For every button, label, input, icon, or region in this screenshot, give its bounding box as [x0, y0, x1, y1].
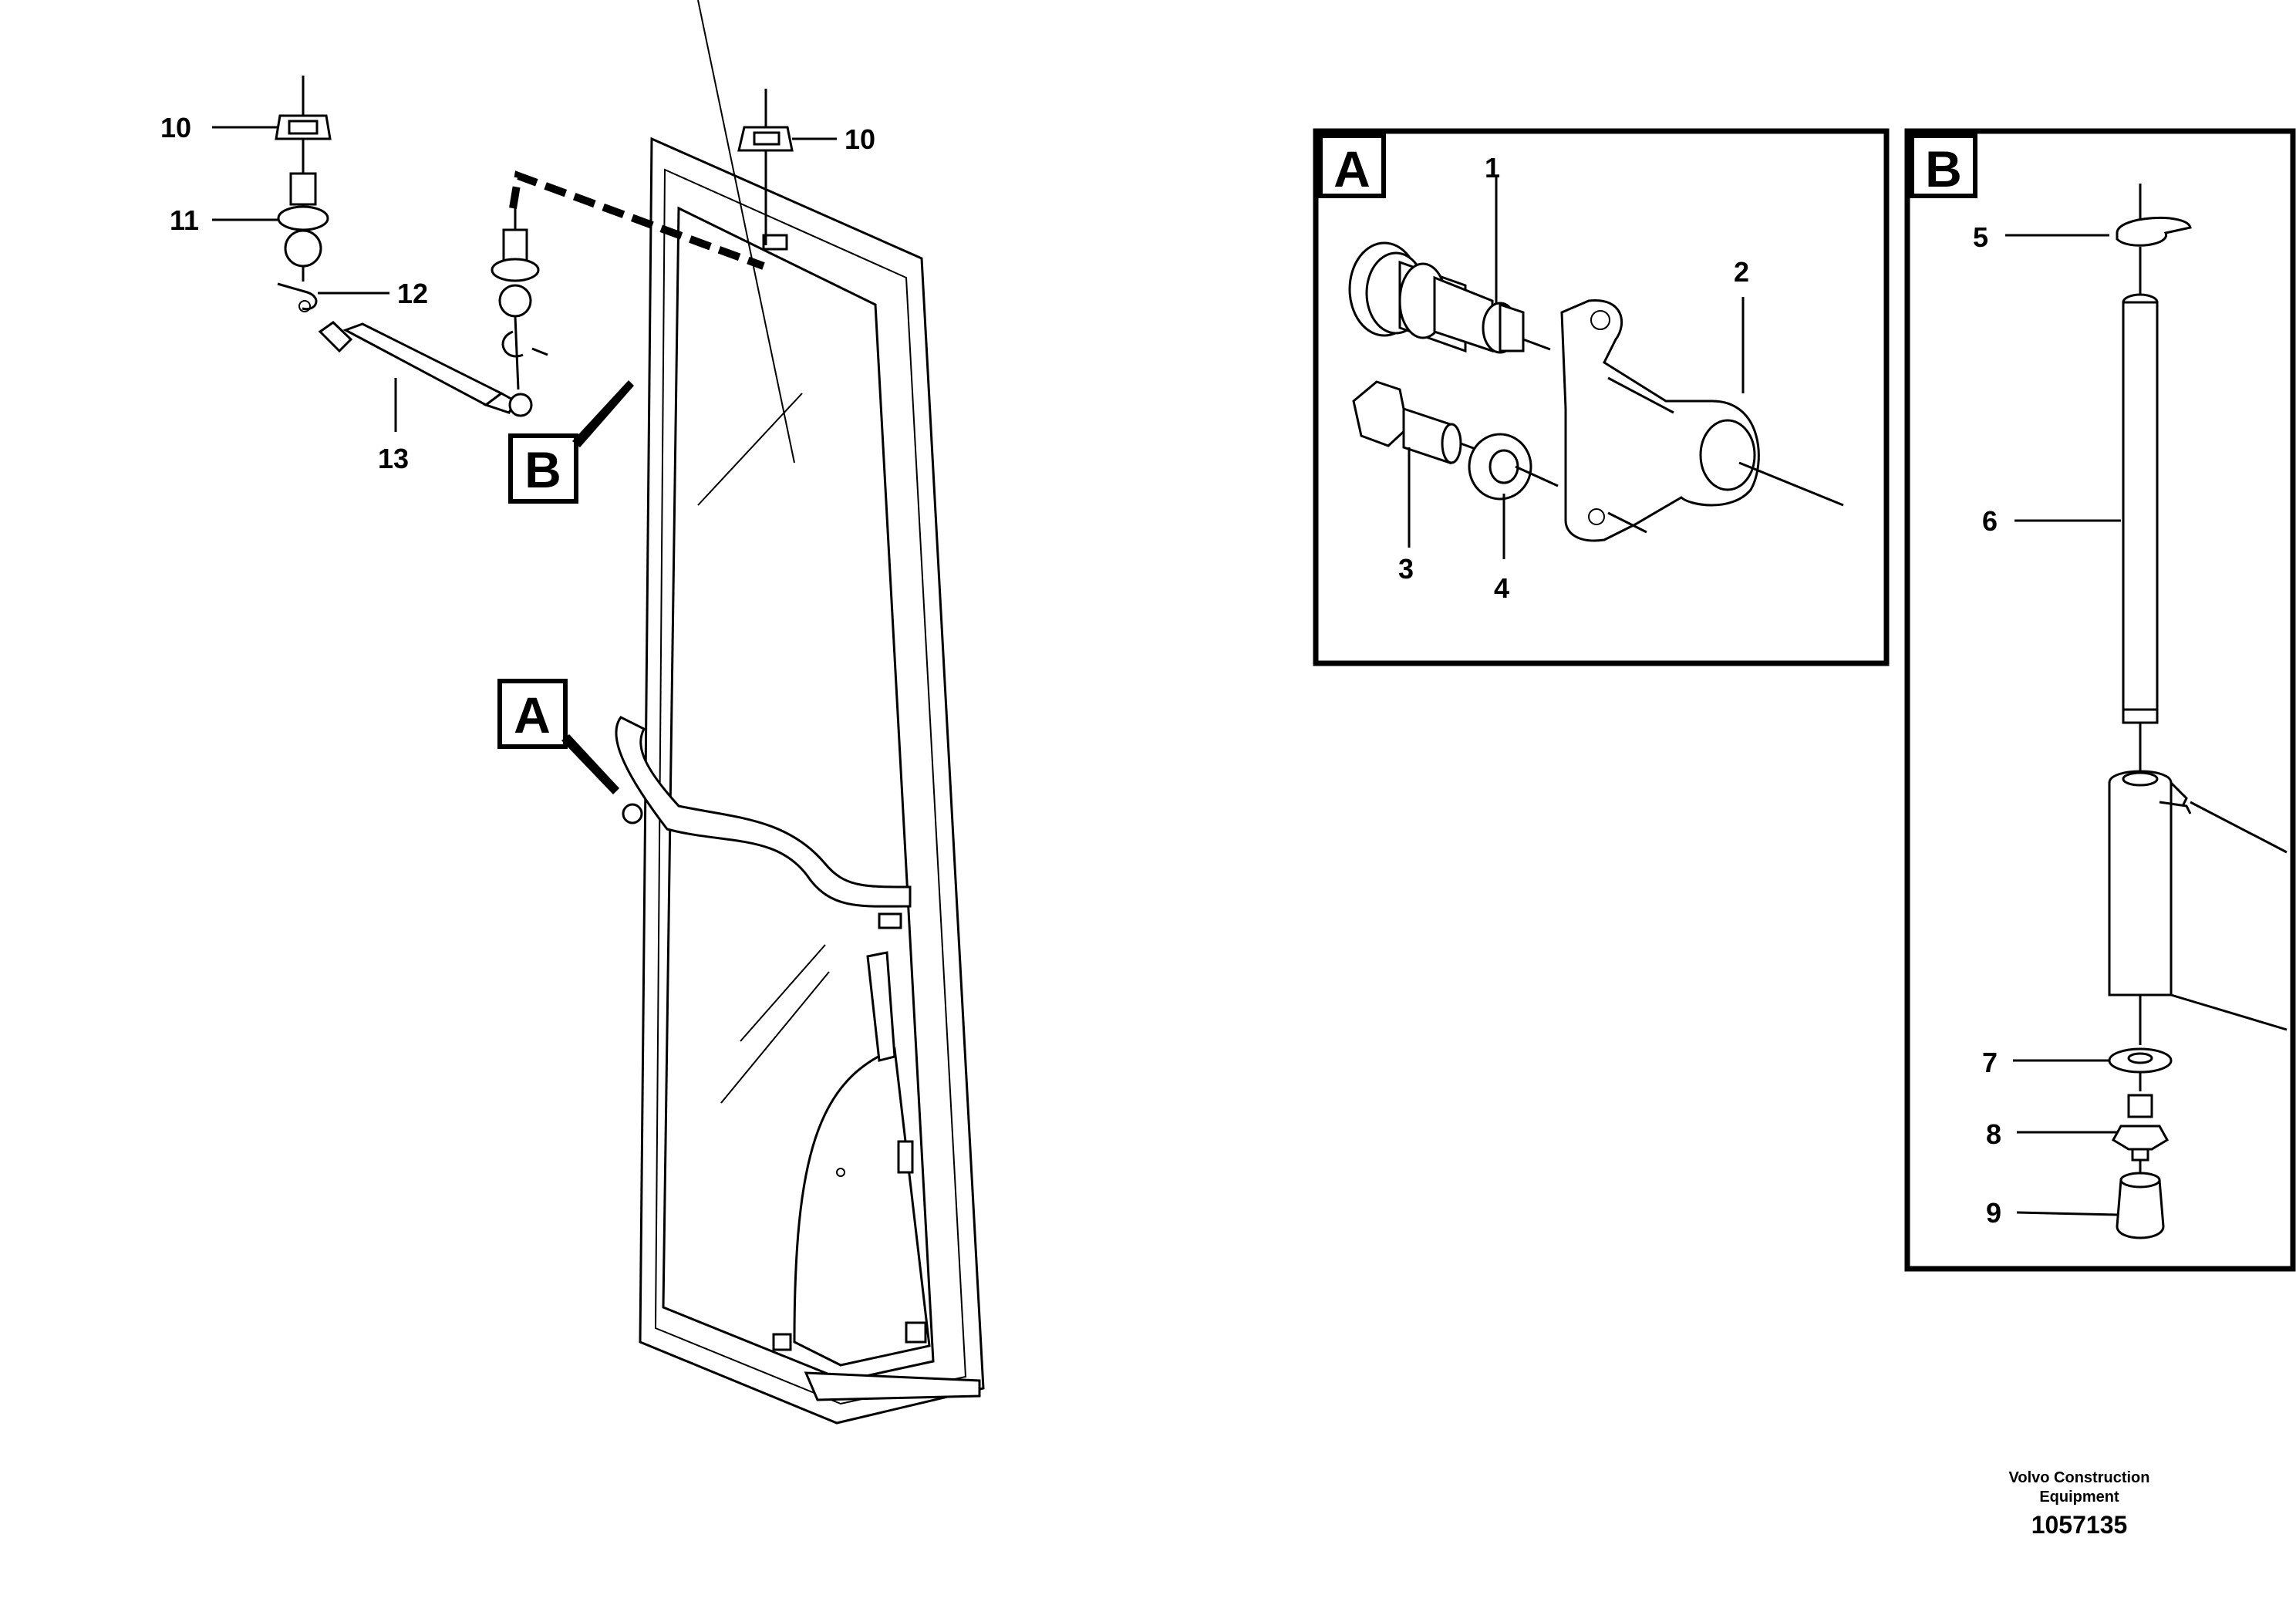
svg-text:A: A: [514, 686, 551, 744]
svg-text:B: B: [524, 441, 561, 498]
label-10-right: 10: [845, 123, 875, 155]
label-9: 9: [1986, 1197, 2001, 1229]
part-8-grease-nipple: [2111, 1094, 2170, 1176]
drawing-number: 1057135: [2031, 1511, 2128, 1539]
part-11-ball-stud-right: [491, 197, 548, 390]
label-8: 8: [1986, 1118, 2001, 1150]
part-11-ball-stud: [277, 172, 329, 282]
part-9-cap: [2116, 1172, 2165, 1239]
label-11: 11: [170, 204, 199, 236]
panel-a-tag: A: [1333, 140, 1371, 197]
part-6-pin: [2122, 293, 2159, 775]
part-10-nut-right: [737, 89, 794, 245]
detail-panel-a: A 1 2: [1313, 128, 1890, 666]
part-2-bracket: [1560, 299, 1844, 542]
detail-panel-b: B 5 6: [1904, 128, 2296, 1272]
part-5-clip: [2116, 184, 2192, 297]
hinge-tube: [2108, 770, 2288, 1045]
callout-b-main: B: [508, 380, 634, 504]
label-10-left: 10: [160, 112, 191, 143]
part-13-gas-strut: [318, 321, 533, 417]
label-13: 13: [378, 443, 409, 474]
company-name-line1: Volvo Construction: [2009, 1469, 2150, 1486]
callout-a-main: A: [497, 679, 619, 794]
footer: Volvo Construction Equipment 1057135: [2009, 1469, 2150, 1539]
label-4: 4: [1494, 572, 1509, 604]
label-1: 1: [1485, 152, 1500, 184]
label-6: 6: [1982, 505, 1998, 537]
panel-b-tag: B: [1925, 140, 1962, 197]
part-4-washer: [1468, 433, 1559, 501]
part-10-nut-left: [275, 76, 332, 174]
label-12: 12: [397, 278, 428, 309]
part-1-stud: [1348, 241, 1551, 354]
part-7-washer: [2108, 1047, 2173, 1091]
label-2: 2: [1734, 256, 1749, 288]
part-12-clip: [277, 282, 318, 312]
company-name-line2: Equipment: [2039, 1489, 2119, 1506]
cab-door: [615, 0, 985, 1425]
label-5: 5: [1973, 221, 1988, 253]
label-3: 3: [1398, 553, 1414, 585]
label-7: 7: [1982, 1047, 1998, 1078]
